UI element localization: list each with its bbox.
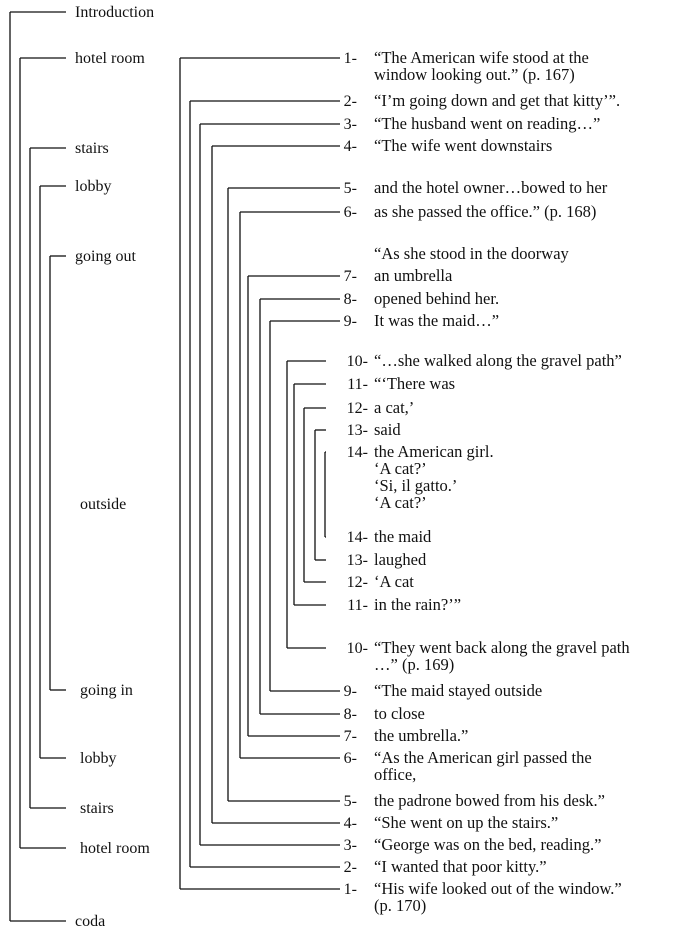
entry-text: ‘Si, il gatto.’ xyxy=(374,476,457,495)
entry-text: window looking out.” (p. 167) xyxy=(374,65,575,84)
entry-number: 3- xyxy=(344,837,357,854)
entry-text: as she passed the office.” (p. 168) xyxy=(374,202,596,221)
entry-text: the padrone bowed from his desk.” xyxy=(374,791,605,810)
entry-number: 7- xyxy=(344,268,357,285)
entry-number: 10- xyxy=(347,640,368,657)
entry-text: a cat,’ xyxy=(374,398,414,417)
entry-number: 2- xyxy=(344,93,357,110)
section-label: hotel room xyxy=(75,50,145,67)
entry-text: “I’m going down and get that kitty’”. xyxy=(374,91,620,110)
entry-text: “‘There was xyxy=(374,374,455,393)
section-label: lobby xyxy=(80,750,116,767)
entry-text: “The wife went downstairs xyxy=(374,136,552,155)
entry-text: “The American wife stood at the xyxy=(374,48,589,67)
entry-number: 13- xyxy=(347,552,368,569)
section-brackets xyxy=(9,11,66,922)
section-label: hotel room xyxy=(80,840,150,857)
entry-number: 8- xyxy=(344,291,357,308)
entry-text: the maid xyxy=(374,527,432,546)
entry-text: an umbrella xyxy=(374,266,453,285)
entry-number: 9- xyxy=(344,313,357,330)
entry-number: 11- xyxy=(347,597,368,614)
entry-text: ‘A cat xyxy=(374,572,414,591)
entry-text: …” (p. 169) xyxy=(374,655,454,674)
entry-text: said xyxy=(374,420,401,439)
entry-number: 4- xyxy=(344,138,357,155)
entry-text: “The maid stayed outside xyxy=(374,681,542,700)
entry-text: “The husband went on reading…” xyxy=(374,114,600,133)
entry-text: ‘A cat?’ xyxy=(374,493,427,512)
section-label: stairs xyxy=(75,140,109,157)
entry-text: to close xyxy=(374,704,425,723)
entry-text: office, xyxy=(374,765,416,784)
entry-text: “…she walked along the gravel path” xyxy=(374,351,622,370)
entry-number: 6- xyxy=(344,750,357,767)
section-label: going out xyxy=(75,248,136,265)
entry-number: 4- xyxy=(344,815,357,832)
entry-number: 1- xyxy=(344,50,357,67)
entry-number: 9- xyxy=(344,683,357,700)
entry-text: “She went on up the stairs.” xyxy=(374,813,558,832)
entry-texts: 1- “The American wife stood at thewindow … xyxy=(344,48,631,915)
entry-number: 10- xyxy=(347,353,368,370)
entry-number: 11- xyxy=(347,376,368,393)
entry-text: It was the maid…” xyxy=(374,311,499,330)
section-labels: Introduction hotel room stairs lobby going o… xyxy=(75,4,154,928)
entry-number: 6- xyxy=(344,204,357,221)
entry-number: 7- xyxy=(344,728,357,745)
entry-text: the American girl. xyxy=(374,442,494,461)
entry-text: and the hotel owner…bowed to her xyxy=(374,178,608,197)
entry-text: “As she stood in the doorway xyxy=(374,244,570,263)
entry-text: the umbrella.” xyxy=(374,726,468,745)
entry-text: opened behind her. xyxy=(374,289,499,308)
entry-text: ‘A cat?’ xyxy=(374,459,427,478)
entry-text: in the rain?’” xyxy=(374,595,461,614)
section-label: stairs xyxy=(80,800,114,817)
entry-number: 14- xyxy=(347,444,368,461)
entry-number: 5- xyxy=(344,793,357,810)
entry-text: “His wife looked out of the window.” xyxy=(374,879,622,898)
entry-number: 8- xyxy=(344,706,357,723)
entry-text: laughed xyxy=(374,550,427,569)
entry-number: 5- xyxy=(344,180,357,197)
entry-number: 2- xyxy=(344,859,357,876)
section-label: lobby xyxy=(75,178,111,195)
entry-number: 14- xyxy=(347,529,368,546)
entry-text: “I wanted that poor kitty.” xyxy=(374,857,547,876)
section-label: outside xyxy=(80,496,126,513)
entry-number: 1- xyxy=(344,881,357,898)
section-label: Introduction xyxy=(75,4,154,21)
entry-number: 12- xyxy=(347,400,368,417)
entry-text: “As the American girl passed the xyxy=(374,748,592,767)
entry-number: 3- xyxy=(344,116,357,133)
entry-text: (p. 170) xyxy=(374,896,426,915)
entry-number: 13- xyxy=(347,422,368,439)
section-label: going in xyxy=(80,682,133,699)
entry-number: 12- xyxy=(347,574,368,591)
entry-text: “They went back along the gravel path xyxy=(374,638,630,657)
entry-text: “George was on the bed, reading.” xyxy=(374,835,601,854)
section-label: coda xyxy=(75,913,105,928)
entry-brackets xyxy=(179,57,340,890)
